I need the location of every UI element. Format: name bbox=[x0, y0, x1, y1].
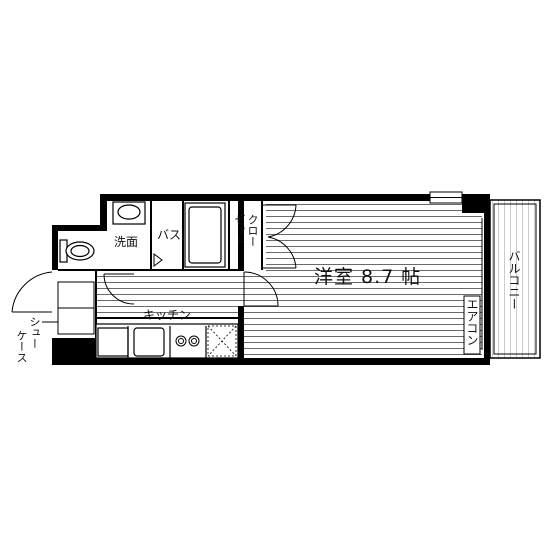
room-label-washroom: 洗面 bbox=[114, 235, 139, 249]
closet-doors bbox=[262, 204, 297, 269]
exterior-walls bbox=[52, 194, 490, 365]
bath-door-marker bbox=[153, 253, 163, 267]
label-aircon: エアコン bbox=[465, 298, 479, 346]
washbasin-fixture bbox=[112, 201, 146, 225]
label-shoe-case-col1: シュー bbox=[28, 316, 41, 349]
wash-door bbox=[103, 273, 135, 305]
main-room-door bbox=[243, 271, 279, 307]
room-label-closet-col1: クロー bbox=[246, 214, 259, 247]
balcony-deck bbox=[490, 200, 540, 358]
balcony-outline bbox=[489, 199, 541, 359]
room-label-main: 洋室 8.7 帖 bbox=[314, 266, 422, 288]
room-label-bath: バス bbox=[157, 228, 182, 242]
toilet-fixture bbox=[59, 239, 95, 263]
bathtub-fixture bbox=[184, 202, 226, 268]
corridor-flooring bbox=[96, 276, 266, 318]
room-label-closet-col2: ゼット bbox=[233, 214, 246, 247]
kitchen-counter bbox=[95, 323, 239, 359]
main-room-lower-flooring bbox=[244, 318, 482, 358]
fridge-space bbox=[207, 325, 237, 357]
window-top bbox=[429, 191, 463, 204]
shoe-cabinet bbox=[42, 281, 95, 335]
balcony-sliding-door bbox=[481, 218, 487, 350]
room-label-balcony: バルコニー bbox=[507, 250, 521, 310]
interior-partitions bbox=[58, 201, 263, 358]
label-shoe-case-col2: ケース bbox=[15, 330, 28, 363]
stove-burners bbox=[175, 335, 200, 347]
aircon-unit bbox=[463, 295, 481, 355]
entrance-door bbox=[11, 271, 53, 313]
room-label-kitchen: キッチン bbox=[143, 308, 192, 322]
